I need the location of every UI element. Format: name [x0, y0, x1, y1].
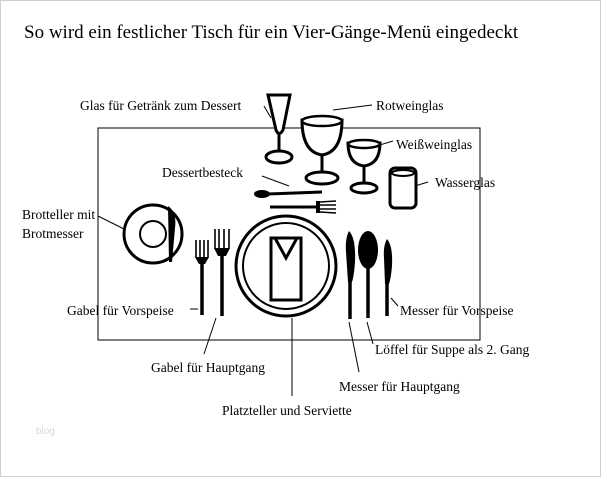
label-starter-knife: Messer für Vorspeise [400, 303, 514, 318]
leader-lines [97, 104, 429, 396]
label-white-wine-glass: Weißweinglas [396, 137, 473, 152]
label-main-knife: Messer für Hauptgang [339, 379, 460, 394]
red-wine-glass-icon [300, 114, 344, 186]
label-bread-plate-line2: Brotmesser [22, 226, 84, 241]
label-dessert-cutlery: Dessertbesteck [162, 165, 243, 180]
dessert-glass-icon [264, 93, 294, 165]
label-charger-napkin: Platzteller und Serviette [222, 403, 352, 418]
main-fork-icon [214, 229, 230, 316]
label-starter-fork: Gabel für Vorspeise [67, 303, 174, 318]
water-glass-icon [388, 166, 418, 210]
label-dessert-glass: Glas für Getränk zum Dessert [80, 98, 242, 113]
starter-knife-icon [383, 239, 393, 316]
soup-spoon-icon [358, 231, 378, 318]
dessert-fork-icon [270, 200, 337, 214]
label-soup-spoon: Löffel für Suppe als 2. Gang [375, 342, 530, 357]
diagram-title: So wird ein festlicher Tisch für ein Vie… [24, 22, 519, 43]
label-main-fork: Gabel für Hauptgang [151, 360, 265, 375]
label-bread-plate-line1: Brotteller mit [22, 207, 96, 222]
starter-fork-icon [195, 240, 209, 315]
label-water-glass: Wasserglas [435, 175, 496, 190]
table-outline [97, 127, 481, 341]
watermark: blog [36, 426, 55, 437]
main-knife-icon [345, 231, 356, 319]
label-red-wine-glass: Rotweinglas [376, 98, 444, 113]
dessert-spoon-icon [254, 190, 323, 198]
bread-knife-icon [168, 206, 176, 262]
bread-plate-icon [122, 203, 184, 265]
white-wine-glass-icon [346, 138, 382, 195]
napkin-icon [269, 236, 303, 302]
